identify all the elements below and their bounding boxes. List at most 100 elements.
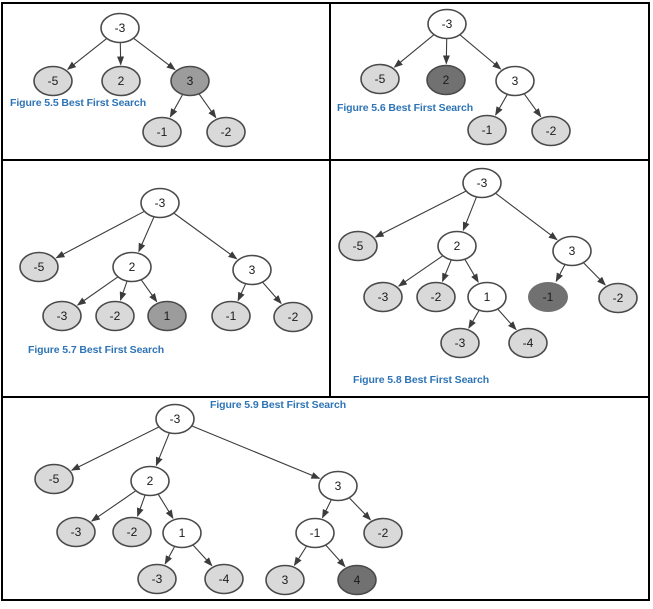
- tree-node-label: 2: [454, 239, 461, 253]
- tree-node: [19, 251, 59, 283]
- tree-node-label: 1: [179, 526, 186, 540]
- tree-node-label: -2: [613, 291, 624, 305]
- tree-edge: [468, 309, 480, 329]
- tree-node: [140, 187, 180, 219]
- tree-node: [360, 63, 400, 95]
- tree-edge: [441, 259, 452, 283]
- tree-edge: [76, 276, 119, 306]
- tree-node-label: -3: [155, 196, 166, 210]
- tree-edge: [157, 493, 174, 519]
- tree-node-label: -3: [71, 525, 82, 539]
- tree-node: [112, 251, 152, 283]
- tree-node: [204, 563, 244, 595]
- tree-node: [495, 65, 535, 97]
- tree-node-label: -2: [378, 526, 389, 540]
- tree-edge: [523, 93, 542, 118]
- tree-node: [528, 282, 568, 312]
- tree-edge: [192, 544, 213, 567]
- tree-node: [426, 64, 466, 96]
- tree-node-label: -3: [152, 572, 163, 586]
- tree-edge: [325, 544, 346, 568]
- tree-node-label: -3: [115, 21, 126, 35]
- tree-edge: [462, 196, 478, 232]
- tree-node-label: -5: [375, 72, 386, 86]
- tree-node: [338, 230, 378, 262]
- tree-node-label: -3: [170, 412, 181, 426]
- tree-node: [130, 465, 170, 497]
- tree-edge: [70, 426, 160, 471]
- tree-node: [508, 327, 548, 359]
- tree-node: [137, 563, 177, 595]
- tree-node-label: -2: [221, 125, 232, 139]
- tree-node-label: -1: [226, 309, 237, 323]
- tree-node-label: 1: [164, 309, 171, 323]
- tree-node: [598, 282, 638, 314]
- tree-edge: [90, 490, 137, 522]
- tree-node-label: 3: [512, 74, 519, 88]
- tree-node-label: 2: [147, 474, 154, 488]
- tree-node-label: -4: [219, 572, 230, 586]
- tree-node: [211, 300, 251, 332]
- tree-edge: [393, 34, 435, 68]
- tree-node: [56, 516, 96, 548]
- tree-edge: [497, 308, 517, 331]
- tree-edge: [169, 94, 184, 118]
- tree-edge: [397, 255, 444, 287]
- tree-edge: [136, 494, 146, 518]
- tree-node: [101, 65, 141, 97]
- tree-node-label: -1: [482, 123, 493, 137]
- tree-node-label: -2: [110, 309, 121, 323]
- tree-edge: [555, 264, 566, 283]
- tree-node-label: -2: [127, 525, 138, 539]
- tree-node-label: -3: [57, 309, 68, 323]
- tree-edge: [155, 432, 170, 467]
- tree-edge: [173, 212, 238, 260]
- tree-node-label: -1: [543, 290, 554, 304]
- tree-node: [363, 281, 403, 313]
- tree-node: [416, 281, 456, 313]
- tree-node: [33, 65, 73, 97]
- tree-node: [42, 300, 82, 332]
- tree-node: [440, 327, 480, 359]
- tree-node: [531, 115, 571, 147]
- tree-node: [318, 470, 358, 502]
- tree-node: [162, 517, 202, 549]
- tree-node: [170, 65, 210, 97]
- tree-edge: [262, 281, 282, 305]
- tree-edge: [464, 258, 479, 283]
- tree-node-label: 3: [187, 74, 194, 88]
- tree-edge: [495, 192, 558, 241]
- tree-node-label: 3: [569, 244, 576, 258]
- tree-node-label: -3: [442, 17, 453, 31]
- tree-edge: [348, 497, 372, 521]
- tree-node-label: 1: [484, 290, 491, 304]
- tree-edge: [191, 425, 321, 479]
- tree-node: [265, 564, 305, 596]
- tree-node: [427, 8, 467, 40]
- tree-node: [206, 116, 246, 148]
- tree-node: [273, 301, 313, 333]
- tree-node-label: 3: [335, 479, 342, 493]
- tree-edge: [164, 546, 176, 565]
- tree-node: [147, 300, 187, 332]
- tree-edge: [55, 210, 145, 259]
- tree-edge: [374, 190, 467, 238]
- tree-node-label: -1: [157, 125, 168, 139]
- tree-node: [437, 230, 477, 262]
- tree-node-label: -5: [48, 74, 59, 88]
- tree-node: [337, 564, 377, 596]
- tree-edge: [583, 262, 606, 286]
- figure-5-5-caption: Figure 5.5 Best First Search: [10, 97, 147, 109]
- figure-5-9-caption: Figure 5.9 Best First Search: [210, 399, 347, 411]
- tree-node-label: 3: [249, 263, 256, 277]
- tree-node-label: -3: [378, 290, 389, 304]
- tree-edge: [119, 280, 128, 302]
- tree-node-label: 4: [354, 573, 361, 587]
- tree-node-label: -2: [546, 124, 557, 138]
